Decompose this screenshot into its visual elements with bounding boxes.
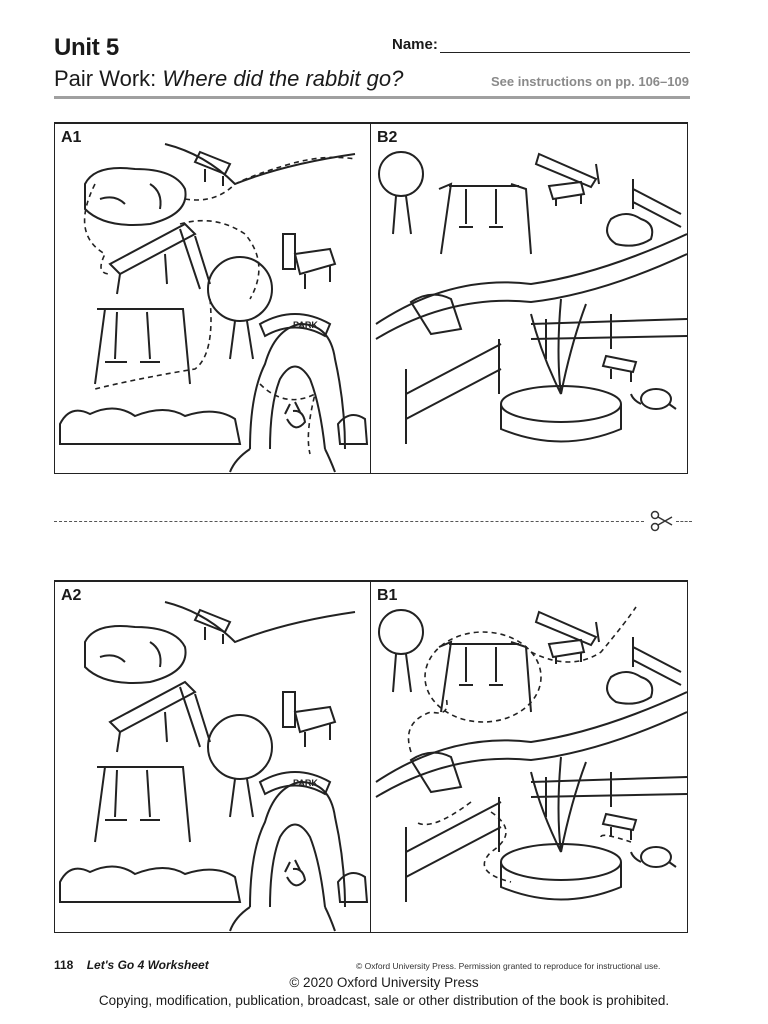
- book-title: Let's Go 4 Worksheet: [86, 958, 209, 972]
- cut-line-end: [676, 521, 692, 522]
- prohibition-notice: Copying, modification, publication, broa…: [98, 993, 670, 1008]
- subtitle-lead: Pair Work:: [54, 66, 157, 91]
- cut-line: [54, 521, 644, 522]
- copyright-notice: © 2020 Oxford University Press: [289, 975, 479, 990]
- park-illustration-a2: PARK: [59, 601, 369, 932]
- name-label: Name:: [392, 36, 438, 53]
- subtitle-question: Where did the rabbit go?: [162, 66, 404, 91]
- instructions-reference: See instructions on pp. 106–109: [491, 74, 689, 89]
- park-illustration-a1: PARK: [59, 143, 369, 473]
- park-sign-a2: PARK: [293, 778, 318, 788]
- unit-title: Unit 5: [54, 34, 119, 61]
- panel-label-b2: B2: [377, 129, 398, 146]
- panel-label-a2: A2: [61, 587, 82, 604]
- panel-b1: B1: [370, 581, 688, 933]
- page-number: 118: [54, 958, 74, 972]
- panel-a2: A2 PARK: [54, 581, 372, 933]
- permission-notice: © Oxford University Press. Permission gr…: [356, 961, 661, 971]
- panel-label-b1: B1: [377, 587, 398, 604]
- panel-label-a1: A1: [61, 129, 82, 146]
- name-field-line[interactable]: [440, 52, 690, 53]
- park-illustration-b2: [375, 151, 687, 444]
- footer-page-info: 118 Let's Go 4 Worksheet: [54, 958, 209, 972]
- page-subtitle: Pair Work: Where did the rabbit go?: [54, 66, 403, 92]
- park-illustration-b1: [375, 606, 687, 902]
- park-sign-a1: PARK: [293, 320, 318, 330]
- header-rule: [54, 96, 690, 99]
- scissors-icon: [650, 510, 673, 532]
- panel-a1: A1: [54, 123, 372, 474]
- panel-b2: B2: [370, 123, 688, 474]
